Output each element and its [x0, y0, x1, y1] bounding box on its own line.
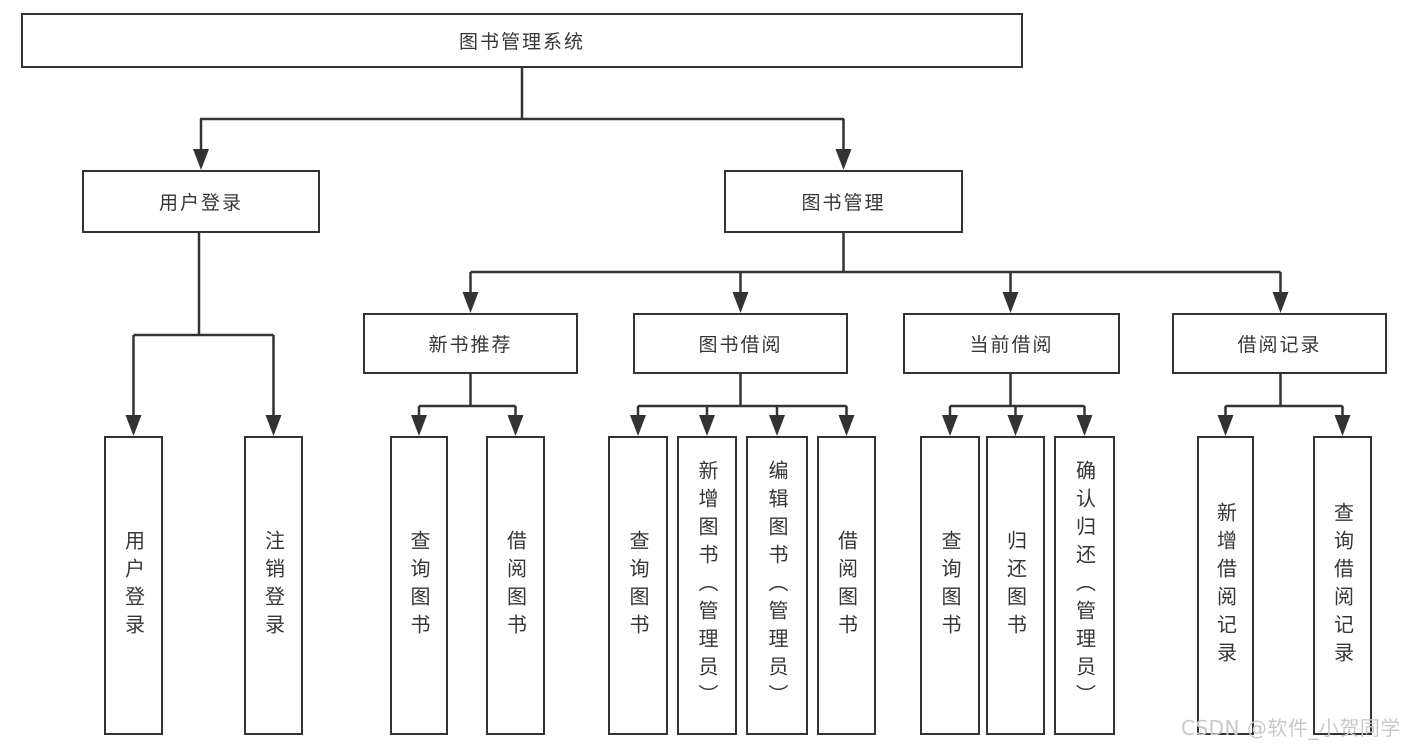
leaf-borrow-query-books-label: 查询图书 [626, 529, 650, 642]
node-book-borrow-label: 图书借阅 [698, 334, 783, 356]
leaf-current-return-books-label: 归还图书 [1003, 529, 1028, 642]
node-user-login-label: 用户登录 [158, 192, 243, 214]
leaf-recommend-borrow-books: 借阅图书 [486, 436, 545, 735]
node-book-management: 图书管理 [724, 170, 963, 233]
node-new-book-recommend-label: 新书推荐 [428, 334, 513, 356]
leaf-logout-login: 注销登录 [244, 436, 303, 735]
connector-current-borrow-branch [942, 374, 1093, 436]
leaf-borrow-edit-books-admin: 编辑图书（管理员） [746, 436, 808, 735]
csdn-watermark: CSDN @软件_小贺同学 [1181, 716, 1401, 740]
leaf-user-login: 用户登录 [104, 436, 163, 735]
connector-book-mgmt-branch [462, 233, 1289, 313]
leaf-current-query-books: 查询图书 [920, 436, 980, 735]
node-user-login: 用户登录 [82, 170, 320, 233]
node-book-borrow: 图书借阅 [633, 313, 848, 374]
leaf-borrow-add-books-admin-label: 新增图书（管理员） [695, 459, 719, 712]
node-borrow-records: 借阅记录 [1172, 313, 1387, 374]
node-book-management-label: 图书管理 [801, 192, 886, 214]
leaf-recommend-query-books-label: 查询图书 [407, 529, 431, 642]
leaf-records-query-borrow-record: 查询借阅记录 [1313, 436, 1372, 735]
leaf-records-add-borrow-record-label: 新增借阅记录 [1213, 501, 1238, 670]
node-current-borrow: 当前借阅 [903, 313, 1120, 374]
leaf-borrow-borrow-books: 借阅图书 [817, 436, 876, 735]
leaf-current-query-books-label: 查询图书 [938, 529, 962, 642]
connector-borrow-records-branch [1217, 374, 1351, 436]
node-root-label: 图书管理系统 [458, 31, 585, 53]
node-current-borrow-label: 当前借阅 [969, 334, 1054, 356]
leaf-borrow-add-books-admin: 新增图书（管理员） [677, 436, 737, 735]
connector-new-book-rec-branch [411, 374, 524, 436]
connector-book-borrow-branch [630, 374, 855, 436]
connector-user-login-branch [125, 233, 282, 436]
leaf-recommend-query-books: 查询图书 [390, 436, 448, 735]
leaf-recommend-borrow-books-label: 借阅图书 [503, 529, 528, 642]
leaf-records-query-borrow-record-label: 查询借阅记录 [1330, 501, 1355, 670]
leaf-borrow-edit-books-admin-label: 编辑图书（管理员） [765, 459, 789, 712]
connector-root-to-level2 [193, 68, 852, 170]
leaf-records-add-borrow-record: 新增借阅记录 [1197, 436, 1254, 735]
leaf-logout-login-label: 注销登录 [261, 529, 286, 642]
leaf-current-return-books: 归还图书 [986, 436, 1045, 735]
leaf-user-login-label: 用户登录 [121, 529, 146, 642]
node-borrow-records-label: 借阅记录 [1237, 334, 1322, 356]
leaf-current-confirm-return-admin: 确认归还（管理员） [1054, 436, 1115, 735]
node-root: 图书管理系统 [21, 13, 1023, 68]
leaf-borrow-borrow-books-label: 借阅图书 [834, 529, 859, 642]
leaf-current-confirm-return-admin-label: 确认归还（管理员） [1072, 459, 1097, 712]
leaf-borrow-query-books: 查询图书 [608, 436, 668, 735]
node-new-book-recommend: 新书推荐 [363, 313, 578, 374]
